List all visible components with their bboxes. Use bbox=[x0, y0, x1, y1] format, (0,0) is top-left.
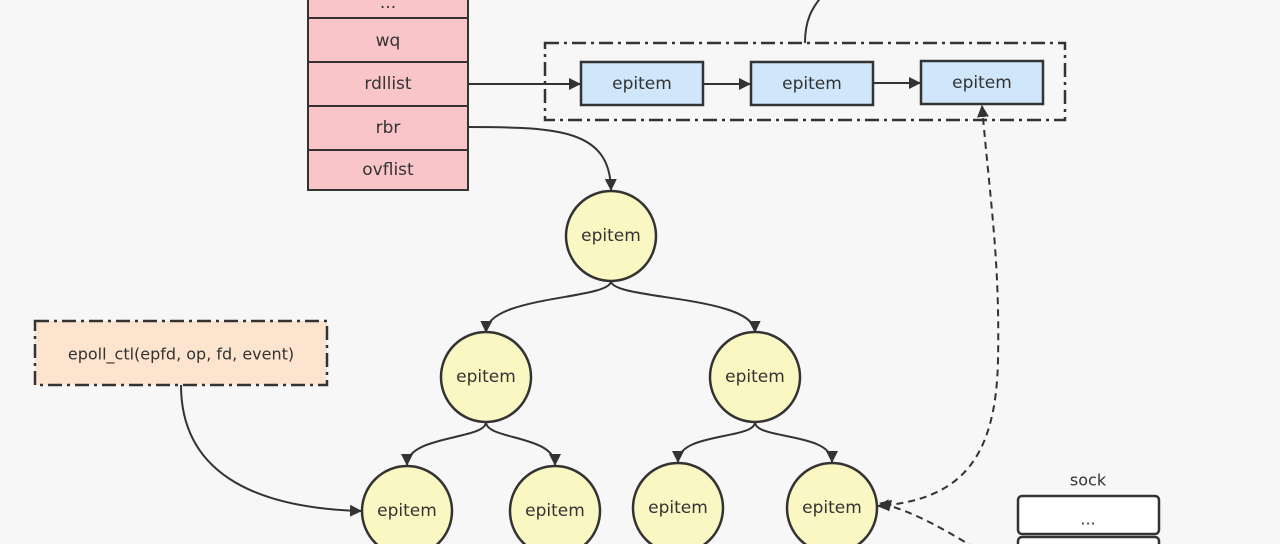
eventpoll-field-rbr-label: rbr bbox=[376, 118, 401, 138]
tree-edge-root-right bbox=[610, 280, 761, 333]
tree-node-level3-1-label: epitem bbox=[377, 501, 437, 521]
epoll-ctl-box: epoll_ctl(epfd, op, fd, event) bbox=[33, 319, 329, 387]
ready-list-item-2-label: epitem bbox=[782, 74, 842, 94]
eventpoll-struct: ... wq rdllist rbr ovflist bbox=[307, 0, 469, 191]
eventpoll-field-ellipsis-label: ... bbox=[380, 0, 396, 13]
ready-tree-link bbox=[877, 105, 1000, 512]
tree-node-level2-right: epitem bbox=[708, 330, 802, 424]
tree-node-level2-left-label: epitem bbox=[456, 367, 516, 387]
sock-title: sock bbox=[1070, 471, 1107, 490]
tree-node-level3-1: epitem bbox=[360, 464, 454, 544]
sock-field-ellipsis: ... bbox=[1080, 510, 1095, 529]
ready-list-item-2: epitem bbox=[749, 60, 875, 107]
tree-edge-left-ll bbox=[401, 421, 487, 466]
tree-node-level3-2-label: epitem bbox=[525, 501, 585, 521]
tree-node-level3-2: epitem bbox=[508, 464, 602, 544]
tree-node-level3-4: epitem bbox=[785, 461, 879, 544]
ready-list-link-curve bbox=[804, 0, 821, 44]
tree-edges bbox=[401, 280, 838, 466]
eventpoll-field-ovflist-label: ovflist bbox=[362, 160, 414, 180]
tree-node-level2-right-label: epitem bbox=[725, 367, 785, 387]
eventpoll-field-wq-label: wq bbox=[376, 31, 401, 51]
tree-edge-right-rl bbox=[672, 421, 756, 463]
eventpoll-field-rdllist: rdllist bbox=[307, 61, 469, 107]
tree-edge-root-left bbox=[480, 280, 612, 333]
sock-link bbox=[879, 499, 971, 544]
epoll-ctl-arrow bbox=[180, 384, 362, 517]
ready-list-item-1-label: epitem bbox=[612, 74, 672, 94]
rbr-arrow bbox=[467, 126, 617, 191]
tree-edge-left-lr bbox=[485, 421, 561, 466]
sock-struct: sock ... bbox=[1016, 471, 1161, 544]
tree-node-level2-left: epitem bbox=[439, 330, 533, 424]
ready-list-item-1: epitem bbox=[579, 60, 705, 107]
eventpoll-field-ellipsis: ... bbox=[307, 0, 469, 19]
eventpoll-field-ovflist: ovflist bbox=[307, 149, 469, 191]
tree-root-node: epitem bbox=[564, 189, 658, 283]
ready-list-container bbox=[543, 41, 1067, 122]
ready-list-item-3: epitem bbox=[919, 59, 1045, 106]
tree-node-level3-4-label: epitem bbox=[802, 498, 862, 518]
epoll-ctl-label: epoll_ctl(epfd, op, fd, event) bbox=[68, 345, 294, 365]
tree-edge-right-rr bbox=[754, 421, 838, 463]
ready-list-item-3-label: epitem bbox=[952, 73, 1012, 93]
eventpoll-field-wq: wq bbox=[307, 17, 469, 63]
tree-root-label: epitem bbox=[581, 226, 641, 246]
eventpoll-field-rdllist-label: rdllist bbox=[364, 74, 412, 94]
eventpoll-field-rbr: rbr bbox=[307, 105, 469, 151]
tree-node-level3-3-label: epitem bbox=[648, 498, 708, 518]
tree-node-level3-3: epitem bbox=[631, 461, 725, 544]
